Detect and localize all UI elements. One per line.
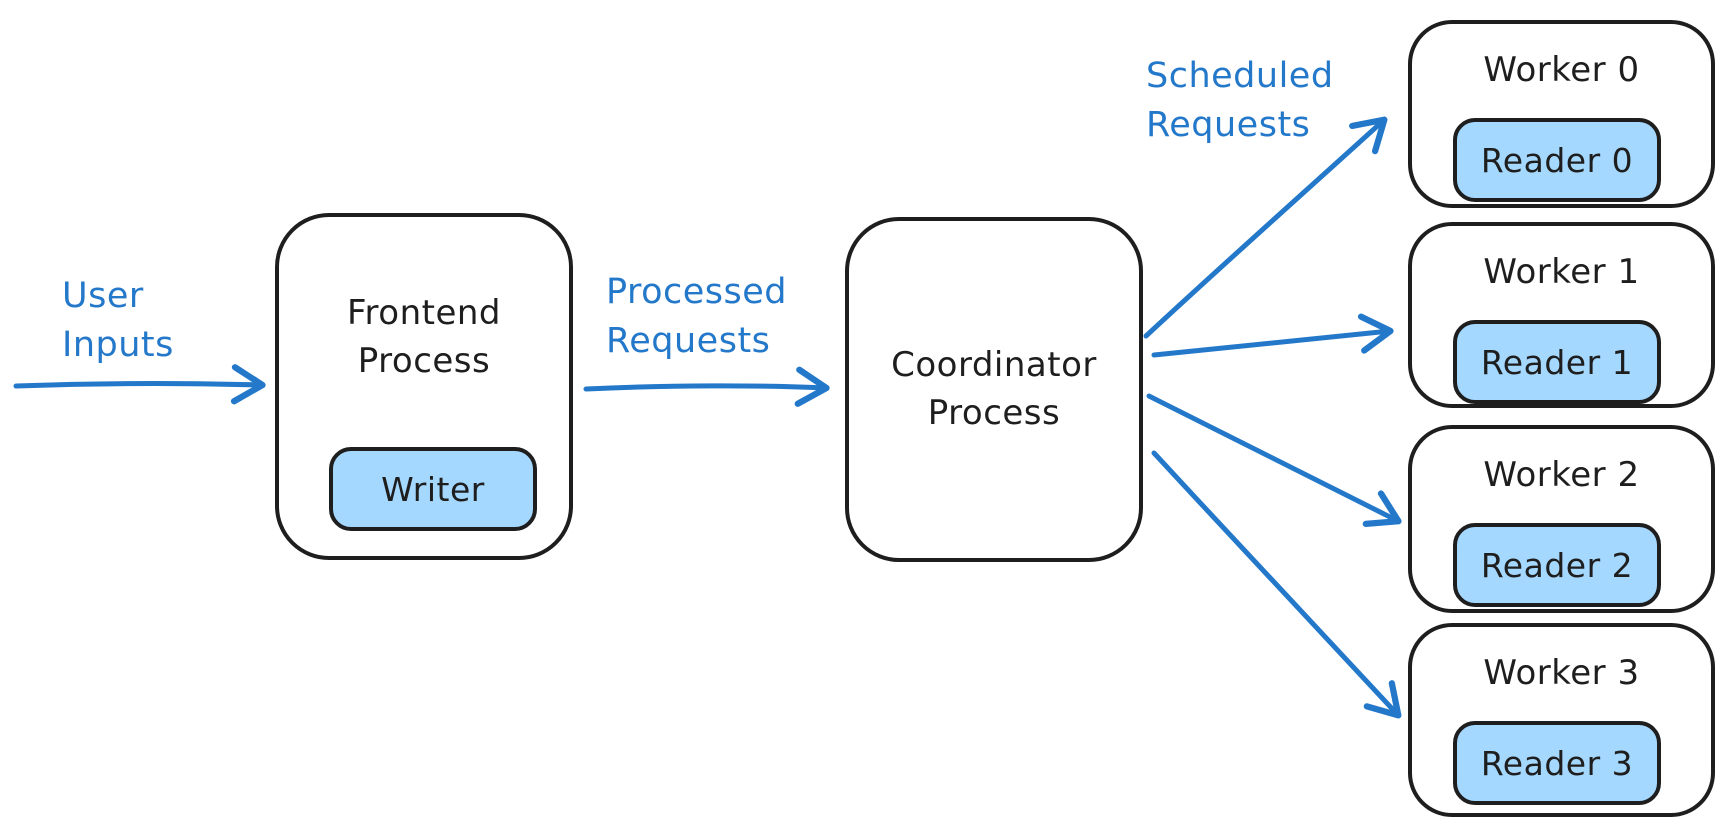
reader-0-pill: Reader 0 xyxy=(1453,118,1661,202)
coordinator-title-line1: Coordinator xyxy=(891,345,1097,385)
coordinator-process-node: Coordinator Process xyxy=(845,217,1143,562)
arrow-scheduled-worker-2 xyxy=(1146,393,1402,528)
user-inputs-label: User Inputs xyxy=(62,272,174,370)
arrow-user-inputs xyxy=(13,364,266,405)
coordinator-process-title: Coordinator Process xyxy=(849,341,1139,437)
worker-2-label: Worker 2 xyxy=(1483,455,1640,495)
coordinator-title-line2: Process xyxy=(927,393,1061,433)
reader-1-label: Reader 1 xyxy=(1480,342,1634,382)
scheduled-requests-label: Scheduled Requests xyxy=(1146,52,1334,150)
processed-requests-line1: Processed xyxy=(606,272,788,312)
worker-1-node: Worker 1 Reader 1 xyxy=(1408,222,1715,408)
frontend-process-title: Frontend Process xyxy=(279,289,569,385)
worker-0-label: Worker 0 xyxy=(1483,50,1640,90)
reader-3-pill: Reader 3 xyxy=(1453,721,1661,805)
user-inputs-line1: User xyxy=(62,276,144,316)
writer-label: Writer xyxy=(381,469,485,509)
frontend-title-line2: Process xyxy=(357,341,491,381)
reader-1-pill: Reader 1 xyxy=(1453,320,1661,404)
reader-0-label: Reader 0 xyxy=(1480,140,1634,180)
worker-2-node: Worker 2 Reader 2 xyxy=(1408,425,1715,613)
frontend-process-node: Frontend Process Writer xyxy=(275,213,573,560)
reader-2-label: Reader 2 xyxy=(1480,545,1634,585)
arrow-scheduled-worker-3 xyxy=(1151,450,1402,719)
worker-1-label: Worker 1 xyxy=(1483,252,1640,292)
writer-pill: Writer xyxy=(329,447,537,531)
arrow-processed-requests xyxy=(583,366,830,407)
scheduled-requests-line2: Requests xyxy=(1146,105,1311,145)
worker-3-node: Worker 3 Reader 3 xyxy=(1408,623,1715,817)
reader-2-pill: Reader 2 xyxy=(1453,523,1661,607)
worker-0-node: Worker 0 Reader 0 xyxy=(1408,20,1715,208)
frontend-title-line1: Frontend xyxy=(346,293,502,333)
arrow-scheduled-worker-0 xyxy=(1143,116,1388,339)
arrow-scheduled-worker-1 xyxy=(1151,313,1394,358)
processed-requests-line2: Requests xyxy=(606,321,771,361)
scheduled-requests-line1: Scheduled xyxy=(1146,56,1334,96)
reader-3-label: Reader 3 xyxy=(1480,743,1634,783)
processed-requests-label: Processed Requests xyxy=(606,268,787,366)
user-inputs-line2: Inputs xyxy=(62,325,174,365)
worker-3-label: Worker 3 xyxy=(1483,653,1640,693)
